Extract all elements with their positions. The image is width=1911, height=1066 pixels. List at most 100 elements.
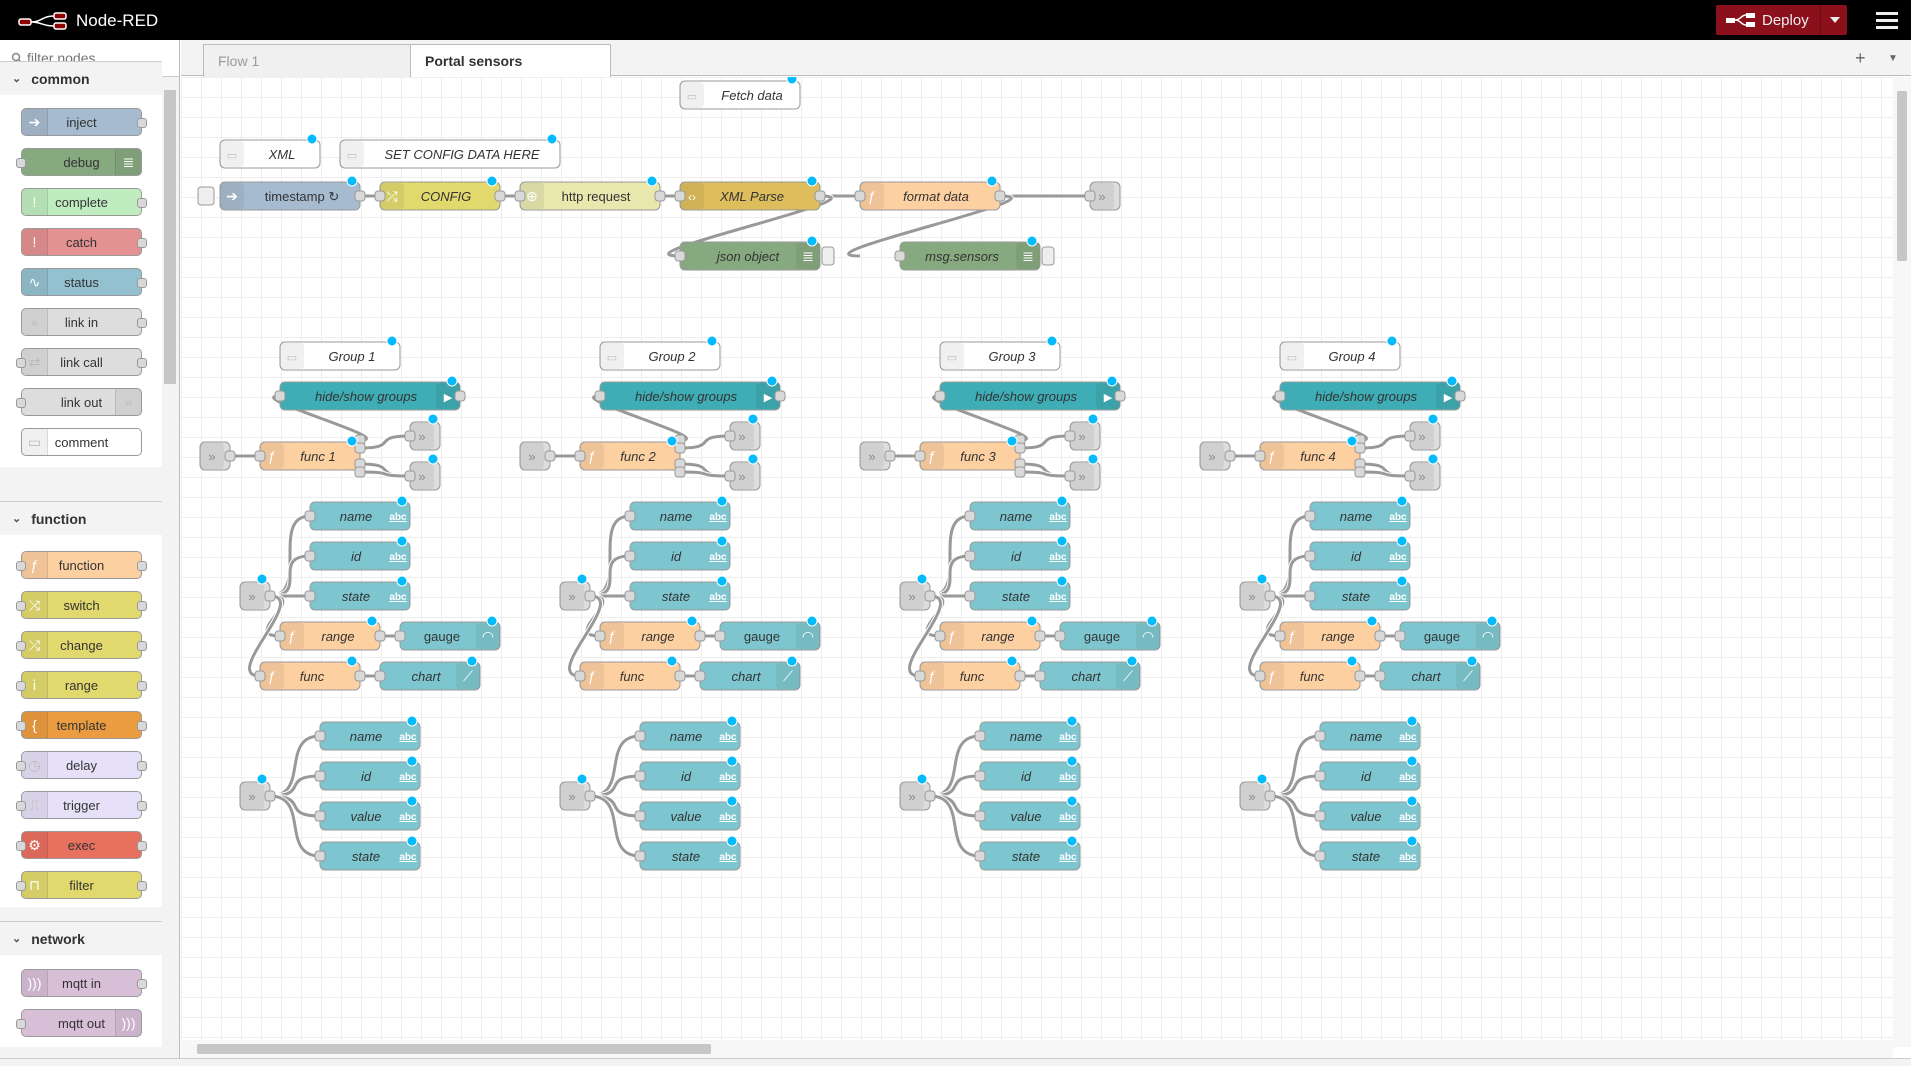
- output-port[interactable]: [1014, 466, 1026, 478]
- input-port[interactable]: [964, 550, 976, 562]
- wire[interactable]: [592, 394, 688, 442]
- horizontal-scroll-thumb[interactable]: [197, 1044, 711, 1054]
- wire[interactable]: [932, 394, 1028, 442]
- input-port[interactable]: [1404, 430, 1416, 442]
- output-port[interactable]: [454, 390, 466, 402]
- input-port[interactable]: [304, 590, 316, 602]
- input-port[interactable]: [574, 670, 586, 682]
- link-out-node[interactable]: »: [409, 461, 441, 491]
- debug-toggle-button[interactable]: [1041, 246, 1055, 266]
- wire[interactable]: [1248, 594, 1282, 678]
- input-port[interactable]: [254, 670, 266, 682]
- input-port[interactable]: [314, 730, 326, 742]
- link-out-node[interactable]: »: [729, 461, 761, 491]
- output-port[interactable]: [814, 190, 826, 202]
- tab-portal-sensors[interactable]: Portal sensors: [410, 44, 611, 77]
- tabs-menu-chevron-down-icon[interactable]: ▼: [1888, 53, 1898, 64]
- input-port[interactable]: [674, 250, 686, 262]
- input-port[interactable]: [254, 450, 266, 462]
- tab-flow-1[interactable]: Flow 1: [203, 44, 423, 77]
- input-port[interactable]: [1304, 510, 1316, 522]
- palette-node-switch[interactable]: ⤨switch: [16, 591, 147, 619]
- link-out-node[interactable]: »: [409, 421, 441, 451]
- input-port[interactable]: [914, 670, 926, 682]
- comment-node[interactable]: ▭Group 4: [1279, 341, 1401, 371]
- input-port[interactable]: [1084, 190, 1096, 202]
- palette-node-template[interactable]: {template: [16, 711, 147, 739]
- output-port[interactable]: [584, 590, 596, 602]
- ui-chart-node[interactable]: ⟋chart: [1379, 661, 1481, 691]
- input-port[interactable]: [934, 630, 946, 642]
- output-port[interactable]: [354, 190, 366, 202]
- comment-node[interactable]: ▭SET CONFIG DATA HERE: [339, 139, 561, 169]
- comment-node[interactable]: ▭Fetch data: [679, 80, 801, 110]
- palette-category-network[interactable]: ⌄network: [0, 921, 162, 955]
- input-port[interactable]: [714, 630, 726, 642]
- json-object-debug-node[interactable]: ≣json object: [679, 241, 835, 271]
- input-port[interactable]: [1404, 470, 1416, 482]
- palette-scrollbar[interactable]: [162, 78, 179, 1058]
- palette-node-catch[interactable]: !catch: [21, 228, 147, 256]
- ui-gauge-node[interactable]: ◠gauge: [1399, 621, 1501, 651]
- wire[interactable]: [679, 434, 731, 450]
- input-port[interactable]: [274, 630, 286, 642]
- output-port[interactable]: [374, 630, 386, 642]
- input-port[interactable]: [624, 510, 636, 522]
- input-port[interactable]: [314, 850, 326, 862]
- link-in-node[interactable]: »: [859, 441, 891, 471]
- input-port[interactable]: [974, 770, 986, 782]
- palette-node-link-call[interactable]: ⇄link call: [16, 348, 147, 376]
- input-port[interactable]: [1064, 470, 1076, 482]
- output-port[interactable]: [674, 670, 686, 682]
- ui-chart-node[interactable]: ⟋chart: [379, 661, 481, 691]
- palette-node-link-out[interactable]: »link out: [16, 388, 142, 416]
- output-port[interactable]: [994, 190, 1006, 202]
- input-port[interactable]: [574, 450, 586, 462]
- link-out-node[interactable]: »: [729, 421, 761, 451]
- input-port[interactable]: [304, 550, 316, 562]
- output-port[interactable]: [1454, 390, 1466, 402]
- input-port[interactable]: [314, 810, 326, 822]
- input-port[interactable]: [1374, 670, 1386, 682]
- output-port[interactable]: [1264, 590, 1276, 602]
- output-port[interactable]: [924, 590, 936, 602]
- wire[interactable]: [1272, 394, 1368, 442]
- wire[interactable]: [568, 594, 602, 678]
- output-port[interactable]: [1014, 670, 1026, 682]
- vertical-scroll-thumb[interactable]: [1897, 91, 1907, 261]
- output-port[interactable]: [354, 466, 366, 478]
- output-port[interactable]: [674, 442, 686, 454]
- input-port[interactable]: [1254, 450, 1266, 462]
- input-port[interactable]: [1274, 390, 1286, 402]
- palette-node-inject[interactable]: ➔inject: [21, 108, 147, 136]
- input-port[interactable]: [724, 470, 736, 482]
- wire[interactable]: [1019, 434, 1071, 450]
- input-port[interactable]: [404, 470, 416, 482]
- output-port[interactable]: [1264, 790, 1276, 802]
- main-menu-icon[interactable]: [1876, 12, 1898, 30]
- input-port[interactable]: [374, 190, 386, 202]
- link-in-node[interactable]: »: [559, 581, 591, 611]
- output-port[interactable]: [694, 630, 706, 642]
- wire[interactable]: [929, 794, 981, 858]
- hide-show-groups-node[interactable]: ▶hide/show groups: [939, 381, 1121, 411]
- input-port[interactable]: [1394, 630, 1406, 642]
- link-in-node[interactable]: »: [899, 581, 931, 611]
- output-port[interactable]: [354, 442, 366, 454]
- flow-canvas[interactable]: ▭Fetch data▭XML▭SET CONFIG DATA HERE➔tim…: [181, 77, 1911, 1047]
- palette-node-link-in[interactable]: »link in: [21, 308, 147, 336]
- output-port[interactable]: [544, 450, 556, 462]
- flow-workspace[interactable]: ▭Fetch data▭XML▭SET CONFIG DATA HERE➔tim…: [181, 77, 1911, 1047]
- input-port[interactable]: [1034, 670, 1046, 682]
